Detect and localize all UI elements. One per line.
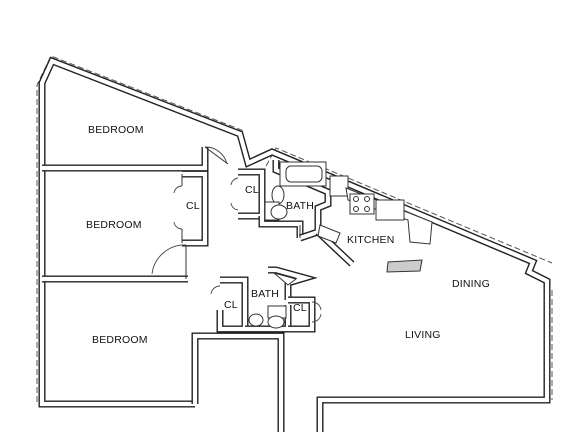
room-label-closet: CL — [293, 302, 307, 314]
kitchen-fixtures — [317, 175, 433, 273]
room-label-closet: CL — [224, 299, 238, 311]
interior-walls — [42, 147, 355, 333]
bath-fixtures-lower — [248, 272, 298, 329]
room-label-closet: CL — [186, 200, 200, 212]
room-label-kitchen: KITCHEN — [347, 234, 395, 246]
room-label-bedroom: BEDROOM — [86, 219, 142, 231]
exterior-walls — [38, 56, 551, 432]
room-label-bedroom: BEDROOM — [88, 124, 144, 136]
room-label-living: LIVING — [405, 329, 441, 341]
room-label-bath: BATH — [251, 288, 279, 300]
room-label-bedroom: BEDROOM — [92, 334, 148, 346]
bath-fixtures-upper — [264, 161, 327, 221]
door-swings — [151, 146, 322, 323]
room-label-closet: CL — [245, 184, 259, 196]
room-label-bath: BATH — [286, 200, 314, 212]
room-label-dining: DINING — [452, 278, 490, 290]
room-labels: BEDROOM BEDROOM BEDROOM CL CL CL CL BATH… — [86, 124, 490, 346]
